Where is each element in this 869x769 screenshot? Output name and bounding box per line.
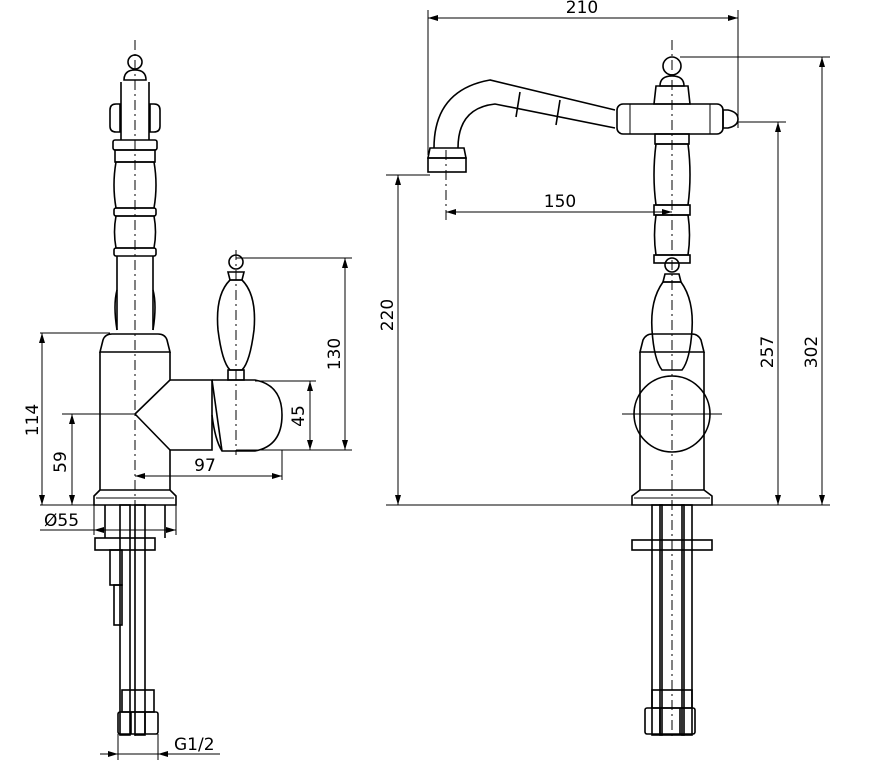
dim-45: 45 xyxy=(289,405,309,427)
dim-220: 220 xyxy=(378,299,398,331)
dim-59: 59 xyxy=(51,451,71,473)
dim-114: 114 xyxy=(23,404,43,436)
dim-302: 302 xyxy=(802,336,822,368)
dim-210: 210 xyxy=(566,0,598,18)
dim-130: 130 xyxy=(325,338,345,370)
dim-g12: G1/2 xyxy=(174,735,215,755)
dim-diameter-55: Ø55 xyxy=(44,511,79,531)
dim-150: 150 xyxy=(544,192,576,212)
dim-257: 257 xyxy=(758,336,778,368)
dim-97: 97 xyxy=(194,456,216,476)
side-view: 114 59 Ø55 97 130 45 xyxy=(23,40,352,760)
front-view: 210 150 220 257 302 xyxy=(378,0,830,740)
